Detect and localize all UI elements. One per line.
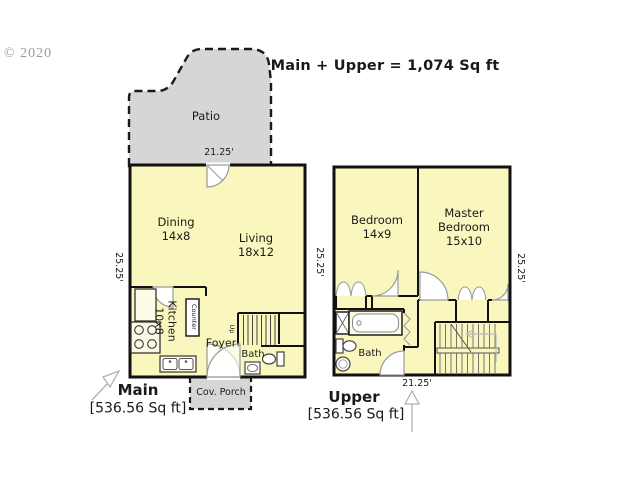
upper-interior-walls — [334, 167, 510, 375]
bedroom-name: Bedroom — [350, 212, 404, 227]
upper-north-arrow-icon — [403, 389, 421, 432]
main-width-dimension: 21.25' — [204, 147, 234, 159]
master-door-arc — [419, 271, 449, 301]
master-line1: Master — [444, 205, 484, 220]
dining-name: Dining — [157, 214, 195, 229]
upper-bath-sink-icon — [335, 356, 351, 372]
bedroom-dims: 14x9 — [362, 227, 392, 241]
room-label-living: Living 18x12 — [238, 231, 274, 259]
main-left-height-dimension: 25.25' — [112, 252, 124, 282]
kitchen-name: Kitchen — [165, 300, 179, 342]
kitchen-door-arc — [152, 286, 174, 308]
room-label-upper-bath: Bath — [358, 347, 382, 359]
main-floor-title: Main — [117, 380, 159, 399]
room-label-patio: Patio — [191, 108, 221, 123]
upper-floor-outline — [332, 165, 512, 377]
bedroom-door-arc — [371, 269, 399, 297]
bathtub-icon — [348, 310, 403, 336]
living-dims: 18x12 — [237, 245, 275, 259]
linen-closet-icon — [335, 311, 350, 335]
master-dims: 15x10 — [445, 234, 483, 249]
main-floor-area: [536.56 Sq ft] — [89, 400, 187, 417]
kitchen-sink-icon — [159, 355, 197, 373]
refrigerator-icon — [134, 288, 157, 322]
copyright-watermark: © 2020 — [4, 46, 53, 61]
room-label-cov-porch: Cov. Porch — [196, 387, 246, 399]
room-label-foyer: Foyer — [205, 336, 237, 350]
main-bath-sink-icon — [244, 361, 261, 375]
kitchen-dims: 10x8 — [152, 307, 165, 335]
master-closet-door-arc — [491, 283, 509, 301]
upper-floor-title: Upper — [328, 387, 380, 406]
entry-door-arcs — [206, 343, 241, 378]
main-stairs — [243, 315, 276, 345]
upper-right-height-dimension: 25.25' — [514, 253, 526, 283]
main-north-arrow-icon — [91, 369, 121, 401]
room-label-kitchen: Kitchen 10x8 — [152, 300, 179, 342]
patio-door-arc — [206, 164, 230, 188]
main-right-height-dimension: 25.25' — [313, 247, 325, 277]
room-label-dining: Dining 14x8 — [157, 215, 194, 243]
room-label-main-bath: Bath — [241, 348, 265, 360]
counter-label: Counter — [189, 304, 198, 330]
stairs-up-label: Up — [227, 324, 236, 334]
hall-closet-accordion-door — [403, 312, 411, 346]
counter-island — [185, 298, 200, 337]
patio-outline — [127, 47, 273, 168]
upper-floor-area: [536.56 Sq ft] — [307, 406, 405, 423]
upper-stairs — [436, 323, 500, 373]
upper-toilet-icon — [335, 338, 357, 354]
bedroom-closet-bifold-doors — [335, 281, 367, 297]
upper-bath-door-arc — [379, 350, 405, 376]
living-name: Living — [238, 230, 274, 245]
room-label-bedroom: Bedroom 14x9 — [351, 213, 403, 241]
master-closet-bifold-doors — [457, 286, 487, 301]
upper-width-dimension: 21.25' — [402, 378, 432, 390]
master-line2: Bedroom — [437, 219, 491, 234]
stove-icon — [130, 321, 161, 354]
dining-dims: 14x8 — [161, 229, 191, 243]
main-toilet-icon — [261, 351, 285, 367]
page-title: Main + Upper = 1,074 Sq ft — [270, 58, 500, 75]
room-label-master-bedroom: Master Bedroom 15x10 — [438, 206, 490, 248]
